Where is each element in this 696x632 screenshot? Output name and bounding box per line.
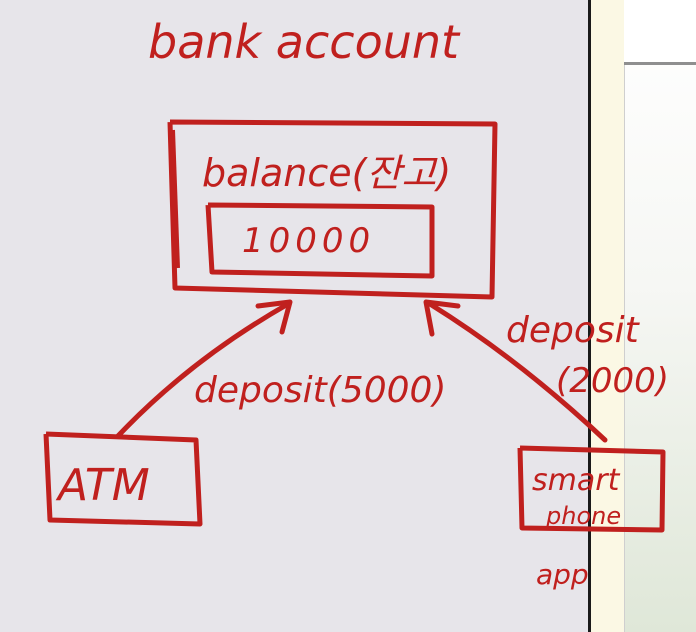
bank-account-box	[167, 119, 498, 300]
atm-deposit-label: deposit(5000)	[194, 370, 446, 411]
side-window-header	[624, 0, 696, 65]
balance-label: balance(잔고)	[202, 151, 451, 195]
diagram-title: bank account	[148, 15, 461, 69]
smartphone-label-line1: smart	[532, 463, 621, 498]
phone-deposit-label-line1: deposit	[506, 310, 641, 351]
phone-arrow-head	[423, 299, 461, 337]
atm-deposit-arrow	[115, 301, 291, 439]
phone-deposit-label-line2: (2000)	[556, 361, 669, 401]
whiteboard-canvas	[0, 0, 588, 632]
smartphone-box	[517, 445, 666, 533]
balance-value: 10000	[242, 221, 375, 261]
atm-arrow-head	[255, 299, 293, 335]
balance-value-box	[205, 202, 435, 279]
smartphone-label-line3: app	[536, 558, 589, 591]
atm-label: ATM	[55, 460, 150, 511]
atm-box	[43, 431, 203, 527]
bank-account-box-side	[171, 129, 180, 269]
smartphone-label-line2: phone	[545, 502, 621, 530]
phone-deposit-arrow	[427, 301, 608, 443]
window-divider	[588, 0, 591, 632]
